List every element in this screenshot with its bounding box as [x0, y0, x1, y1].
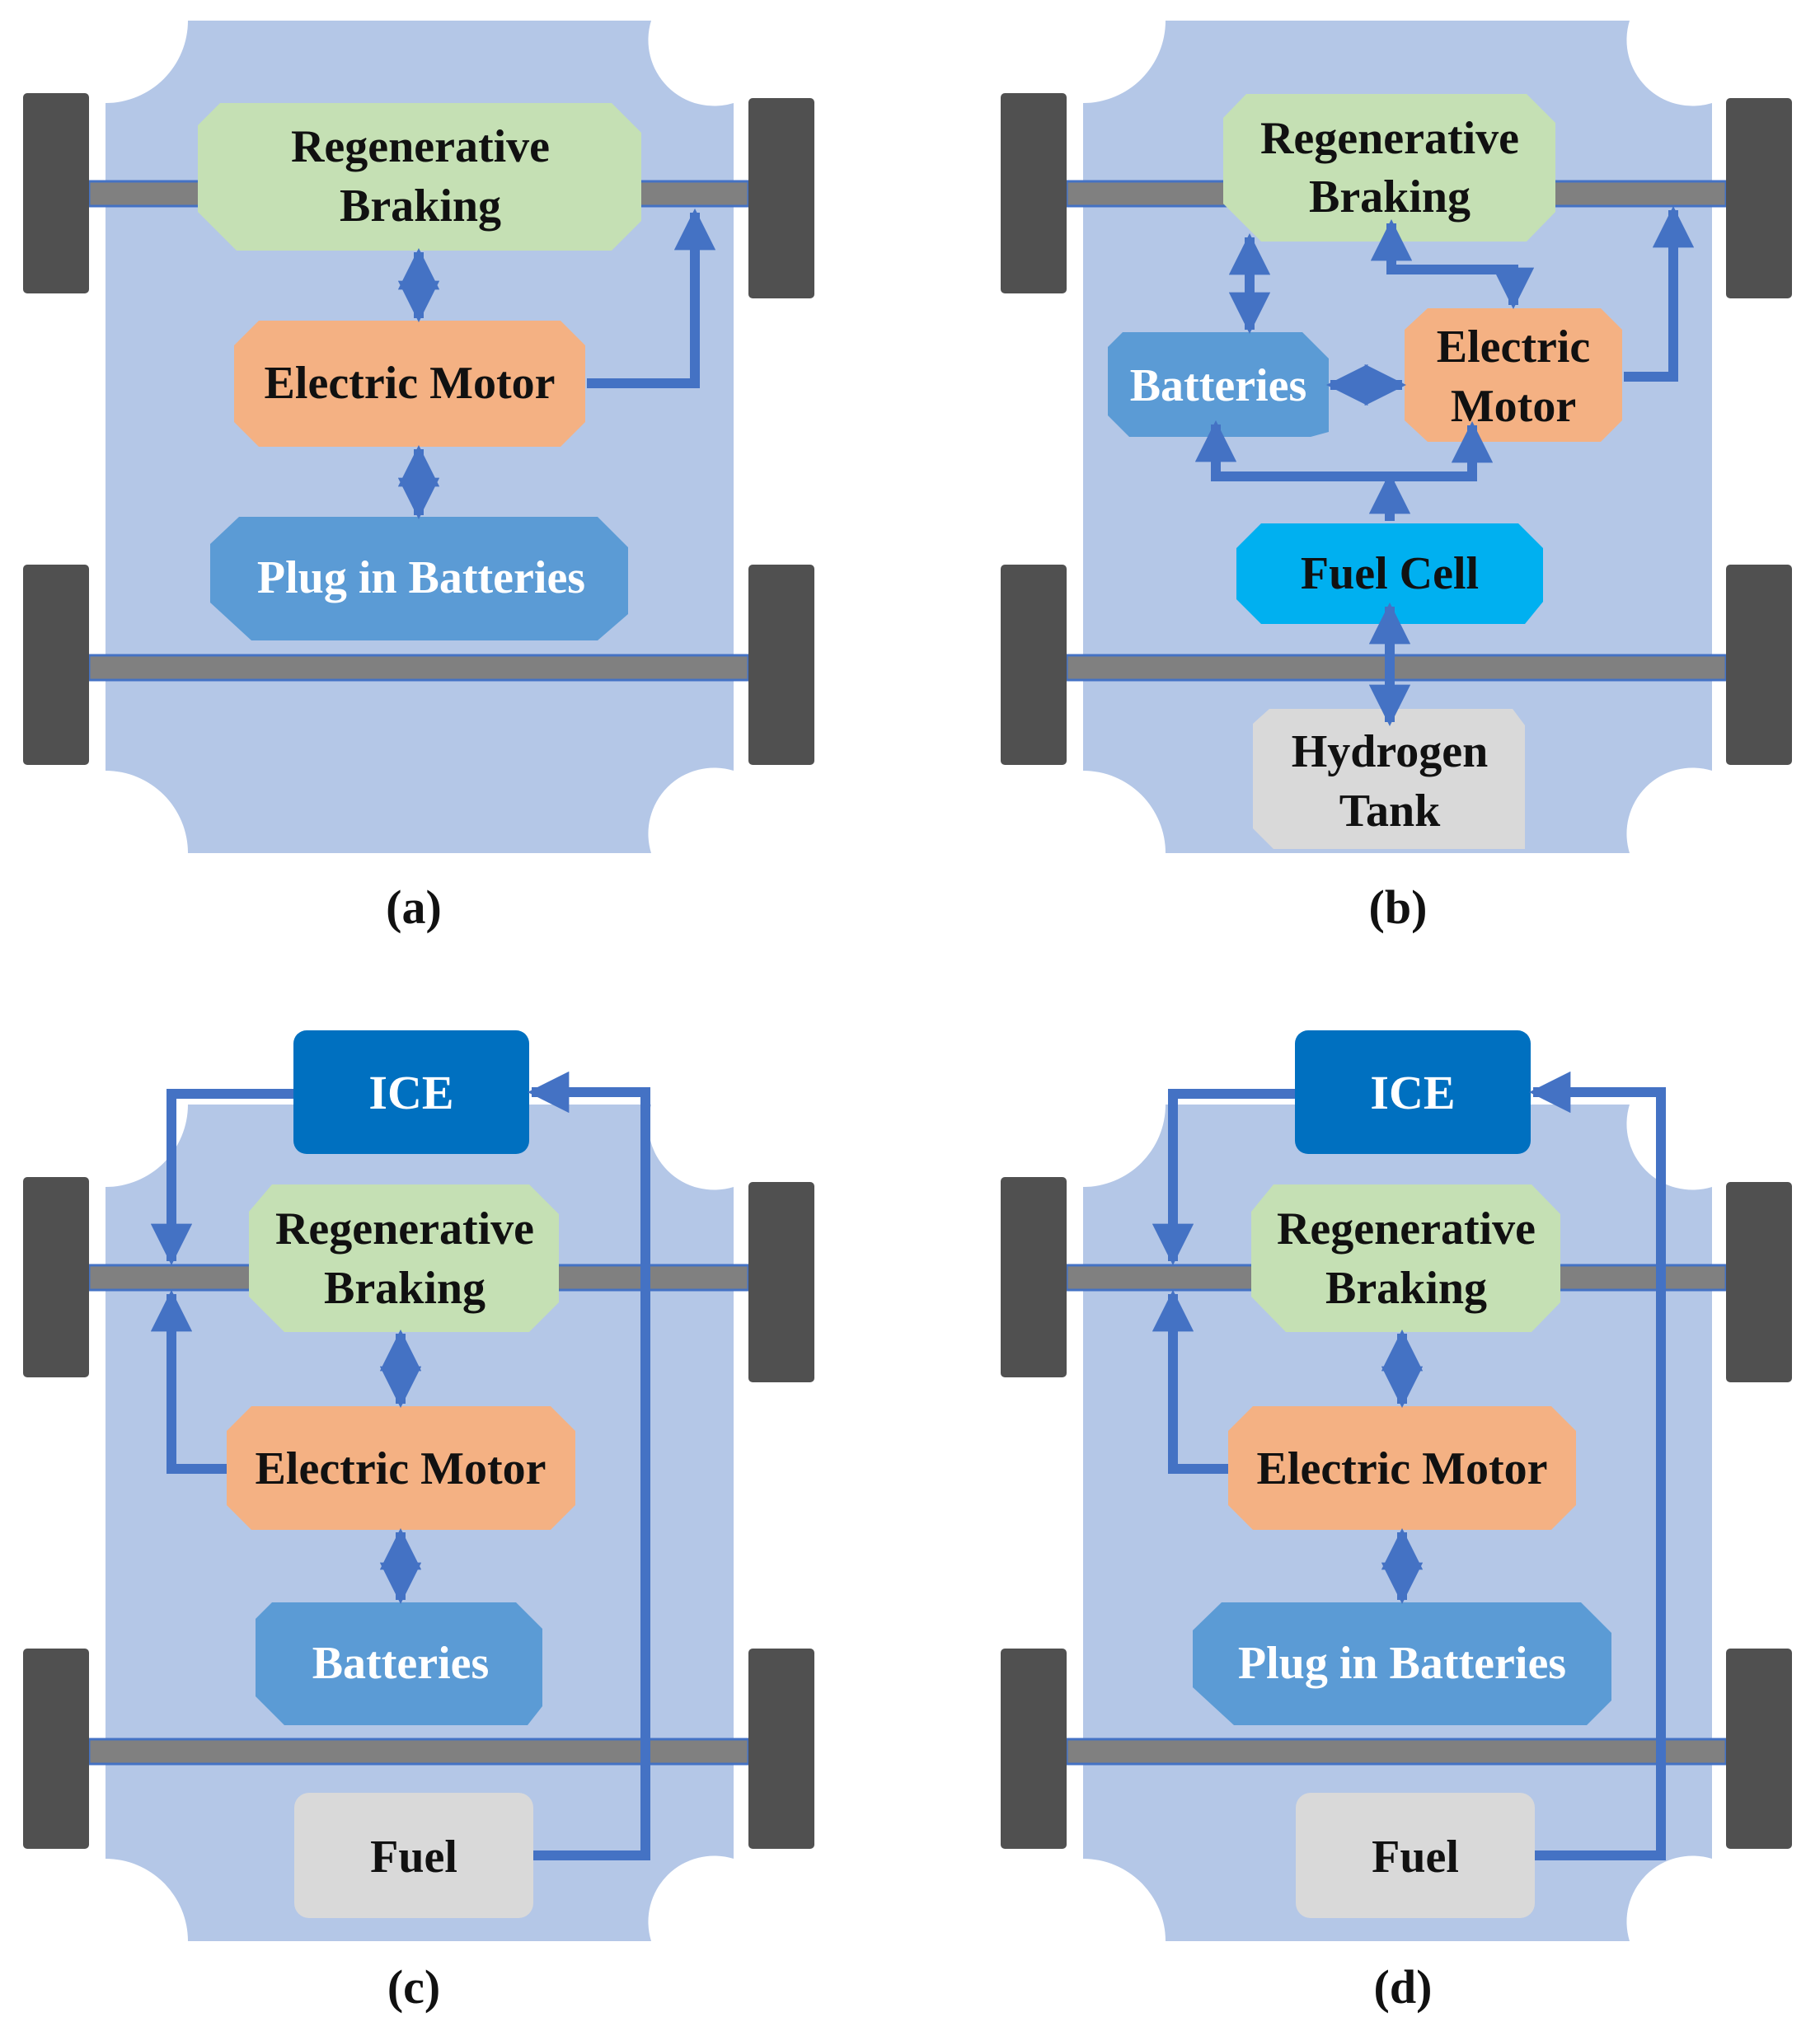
arrow-motor-to-front-axle	[587, 208, 716, 388]
wheel-rear-left	[23, 1649, 89, 1849]
battery-block: Batteries	[256, 1602, 542, 1725]
fuel-block: Fuel	[294, 1793, 533, 1918]
motor-label: Electric Motor	[1257, 1443, 1548, 1494]
rear-axle	[1065, 1738, 1728, 1766]
battery-label: Batteries	[1130, 360, 1307, 411]
regen-label-line2: Braking	[340, 181, 501, 232]
panel-caption: (b)	[1369, 880, 1428, 934]
arrow-fuel-to-ice	[527, 1071, 650, 1860]
arrow-fuelcell-to-motor	[1390, 420, 1494, 481]
arrow-fuel-to-ice	[1528, 1071, 1666, 1860]
tank-label-line2: Tank	[1339, 786, 1441, 837]
fuel-label: Fuel	[370, 1832, 457, 1883]
regen-label-line2: Braking	[1325, 1263, 1487, 1314]
motor-label: Electric Motor	[265, 358, 556, 409]
wheel-rear-right	[748, 565, 814, 765]
battery-block: Plug in Batteries	[210, 517, 628, 640]
rear-axle	[87, 654, 750, 682]
motor-block: Electric Motor	[227, 1406, 575, 1530]
motor-block: Electric Motor	[234, 321, 585, 447]
motor-label: Electric Motor	[256, 1443, 546, 1494]
fuel-block: Fuel	[1296, 1793, 1535, 1918]
ice-label: ICE	[368, 1066, 453, 1119]
panel-caption: (a)	[386, 880, 442, 934]
panel-c: ICE Regenerative Braking Electric Motor …	[23, 1030, 814, 2014]
battery-block: Plug in Batteries	[1193, 1602, 1611, 1725]
battery-block: Batteries	[1108, 332, 1329, 437]
motor-block: Electric Motor	[1228, 1406, 1576, 1530]
ice-block: ICE	[1295, 1030, 1531, 1154]
arrow-motor-to-front-axle	[1152, 1289, 1228, 1474]
hydrogen-tank-block: Hydrogen Tank	[1253, 709, 1525, 849]
regen-label-line2: Braking	[324, 1263, 485, 1314]
panel-a: Regenerative Braking Electric Motor Plug…	[23, 21, 814, 934]
wheel-rear-left	[23, 565, 89, 765]
wheel-rear-right	[748, 1649, 814, 1849]
wheel-front-left	[23, 1177, 89, 1377]
arrow-ice-to-front-axle	[150, 1089, 293, 1266]
battery-label: Batteries	[312, 1638, 490, 1689]
wheel-front-left	[1001, 1177, 1067, 1377]
battery-label: Plug in Batteries	[1238, 1638, 1566, 1689]
regen-block: Regenerative Braking	[1251, 1184, 1560, 1332]
tank-label-line1: Hydrogen	[1292, 726, 1489, 777]
ice-label: ICE	[1370, 1066, 1455, 1119]
fuel-cell-block: Fuel Cell	[1236, 523, 1543, 624]
panel-caption: (d)	[1374, 1960, 1433, 2014]
wheel-rear-right	[1726, 565, 1792, 765]
fuel-label: Fuel	[1372, 1832, 1459, 1883]
regen-label-line2: Braking	[1309, 171, 1471, 223]
regen-label-line1: Regenerative	[1277, 1203, 1536, 1255]
regen-block: Regenerative Braking	[1223, 94, 1555, 242]
wheel-front-right	[1726, 98, 1792, 298]
chassis	[1083, 21, 1712, 853]
wheel-front-right	[748, 98, 814, 298]
ice-block: ICE	[293, 1030, 529, 1154]
arrow-motor-to-front-axle	[150, 1289, 227, 1474]
panel-d: ICE Regenerative Braking Electric Motor …	[1001, 1030, 1792, 2014]
arrow-fuelcell-to-battery	[1194, 420, 1390, 481]
arrow-ice-to-front-axle	[1152, 1089, 1295, 1266]
wheel-rear-right	[1726, 1649, 1792, 1849]
motor-label-line2: Motor	[1451, 381, 1576, 432]
regen-label-line1: Regenerative	[275, 1203, 534, 1255]
wheel-rear-left	[1001, 565, 1067, 765]
motor-label-line1: Electric	[1437, 321, 1591, 373]
fuel-cell-label: Fuel Cell	[1301, 548, 1479, 599]
regen-block: Regenerative Braking	[249, 1184, 559, 1332]
arrow-regen-motor	[1370, 218, 1535, 310]
panel-b: Regenerative Braking Batteries Electric …	[1001, 21, 1792, 934]
regen-label-line1: Regenerative	[1260, 113, 1519, 164]
arrow-motor-to-front-axle	[1624, 205, 1695, 382]
regen-label-line1: Regenerative	[291, 121, 550, 172]
regen-block: Regenerative Braking	[198, 103, 641, 251]
wheel-front-left	[23, 93, 89, 293]
rear-axle	[1065, 654, 1728, 682]
panel-caption: (c)	[387, 1960, 440, 2014]
wheel-front-right	[1726, 1182, 1792, 1382]
wheel-front-right	[748, 1182, 814, 1382]
wheel-rear-left	[1001, 1649, 1067, 1849]
wheel-front-left	[1001, 93, 1067, 293]
motor-block: Electric Motor	[1405, 308, 1622, 442]
battery-label: Plug in Batteries	[257, 552, 585, 603]
